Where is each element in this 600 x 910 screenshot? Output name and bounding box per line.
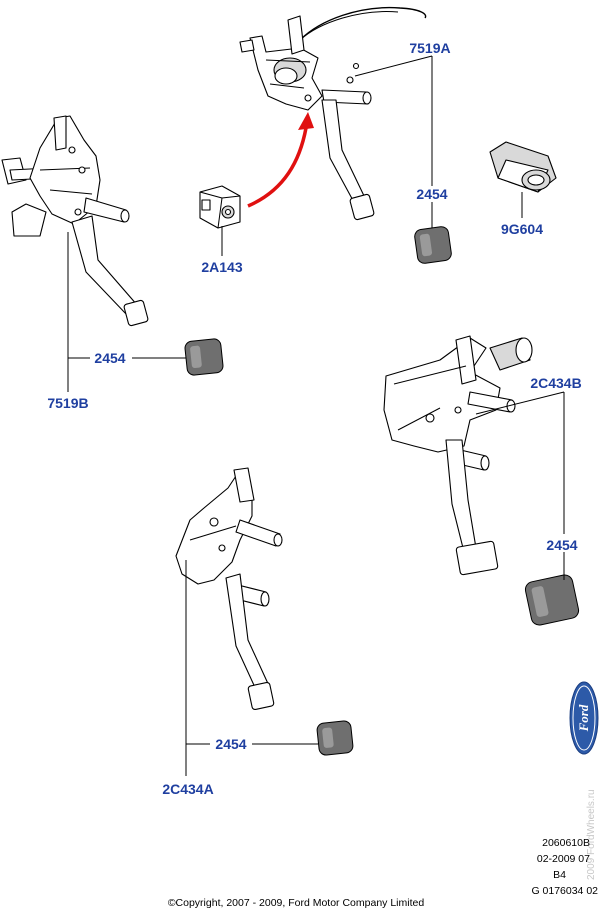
pedal-pad-left	[184, 338, 224, 376]
callout-2454-top: 2454	[416, 186, 447, 202]
callout-2a143: 2A143	[201, 259, 242, 275]
callout-2c434b: 2C434B	[530, 375, 581, 391]
leader-lines	[67, 55, 565, 776]
callout-2454-right: 2454	[546, 537, 577, 553]
pedal-pad-top	[414, 226, 452, 264]
pedal-pad-right	[524, 574, 580, 626]
pedal-assembly-2c434b	[383, 335, 533, 576]
pedal-assembly-7519a	[239, 6, 427, 221]
watermark: 2009 FordWheels.ru	[586, 789, 597, 880]
ford-oval-logo-icon: Ford	[569, 681, 599, 755]
callout-2454-bottom: 2454	[215, 736, 246, 752]
callout-2c434a: 2C434A	[162, 781, 213, 797]
copyright-notice: ©Copyright, 2007 - 2009, Ford Motor Comp…	[168, 897, 425, 909]
callout-7519a: 7519A	[409, 40, 450, 56]
callout-7519b: 7519B	[47, 395, 88, 411]
ref-code-2: 02-2009 07	[537, 853, 590, 865]
ref-code-1: 2060610B	[542, 837, 590, 849]
callout-2454-left: 2454	[94, 350, 125, 366]
callout-9g604: 9G604	[501, 221, 543, 237]
pedal-assembly-2c434a	[175, 467, 283, 711]
ref-code-4: G 0176034 02	[531, 885, 598, 897]
sensor-2a143	[199, 185, 241, 229]
switch-9g604	[489, 141, 557, 193]
pedal-pad-bottom	[316, 720, 354, 756]
ford-logo-text: Ford	[576, 704, 591, 732]
ref-code-3: B4	[553, 869, 566, 881]
red-arrow	[247, 112, 314, 208]
pedal-assembly-7519b	[1, 115, 149, 327]
